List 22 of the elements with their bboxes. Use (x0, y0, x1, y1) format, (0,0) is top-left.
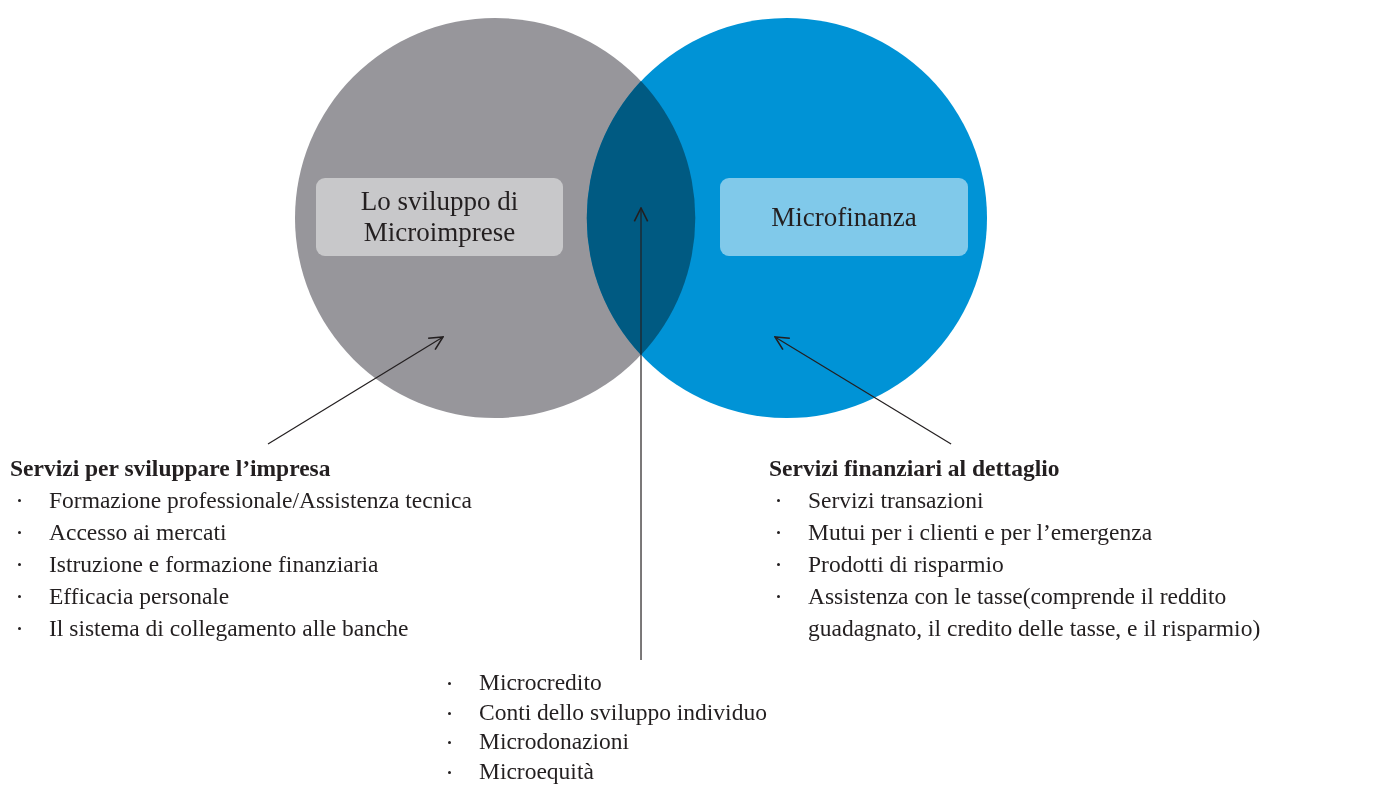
circle-title: Microfinanza (771, 201, 917, 233)
list-item: Servizi transazioni (808, 484, 1278, 516)
list-heading: Servizi finanziari al dettaglio (769, 454, 1061, 483)
list-item: Efficacia personale (49, 580, 589, 612)
list-item: Microdonazioni (479, 727, 900, 757)
arrow (774, 336, 952, 445)
label-box (316, 178, 563, 256)
arrow (633, 207, 649, 661)
list-item: Conti dello sviluppo individuo (479, 697, 900, 727)
list-item: Assistenza con le tasse(comprende il reddito guadagnato, il credito delle tasse, e il risparmio) (808, 580, 1278, 644)
list-item: Microequità (479, 756, 900, 786)
list-item: Mutui per i clienti e per l’emergenza (808, 516, 1278, 548)
list-heading: Servizi per sviluppare l’impresa (10, 454, 332, 483)
list-item: Accesso ai mercati (49, 516, 589, 548)
list-item: Prodotti di risparmio (808, 548, 1278, 580)
list-item: Istruzione e formazione finanziaria (49, 548, 589, 580)
list-item: Il sistema di collegamento alle banche (49, 612, 589, 644)
list-item: Microcredito (479, 668, 900, 698)
list-item: Formazione professionale/Assistenza tecnica (49, 484, 589, 516)
label-box (720, 178, 968, 256)
arrow (267, 336, 444, 445)
circle-title: Lo sviluppo di Microimprese (359, 186, 520, 248)
